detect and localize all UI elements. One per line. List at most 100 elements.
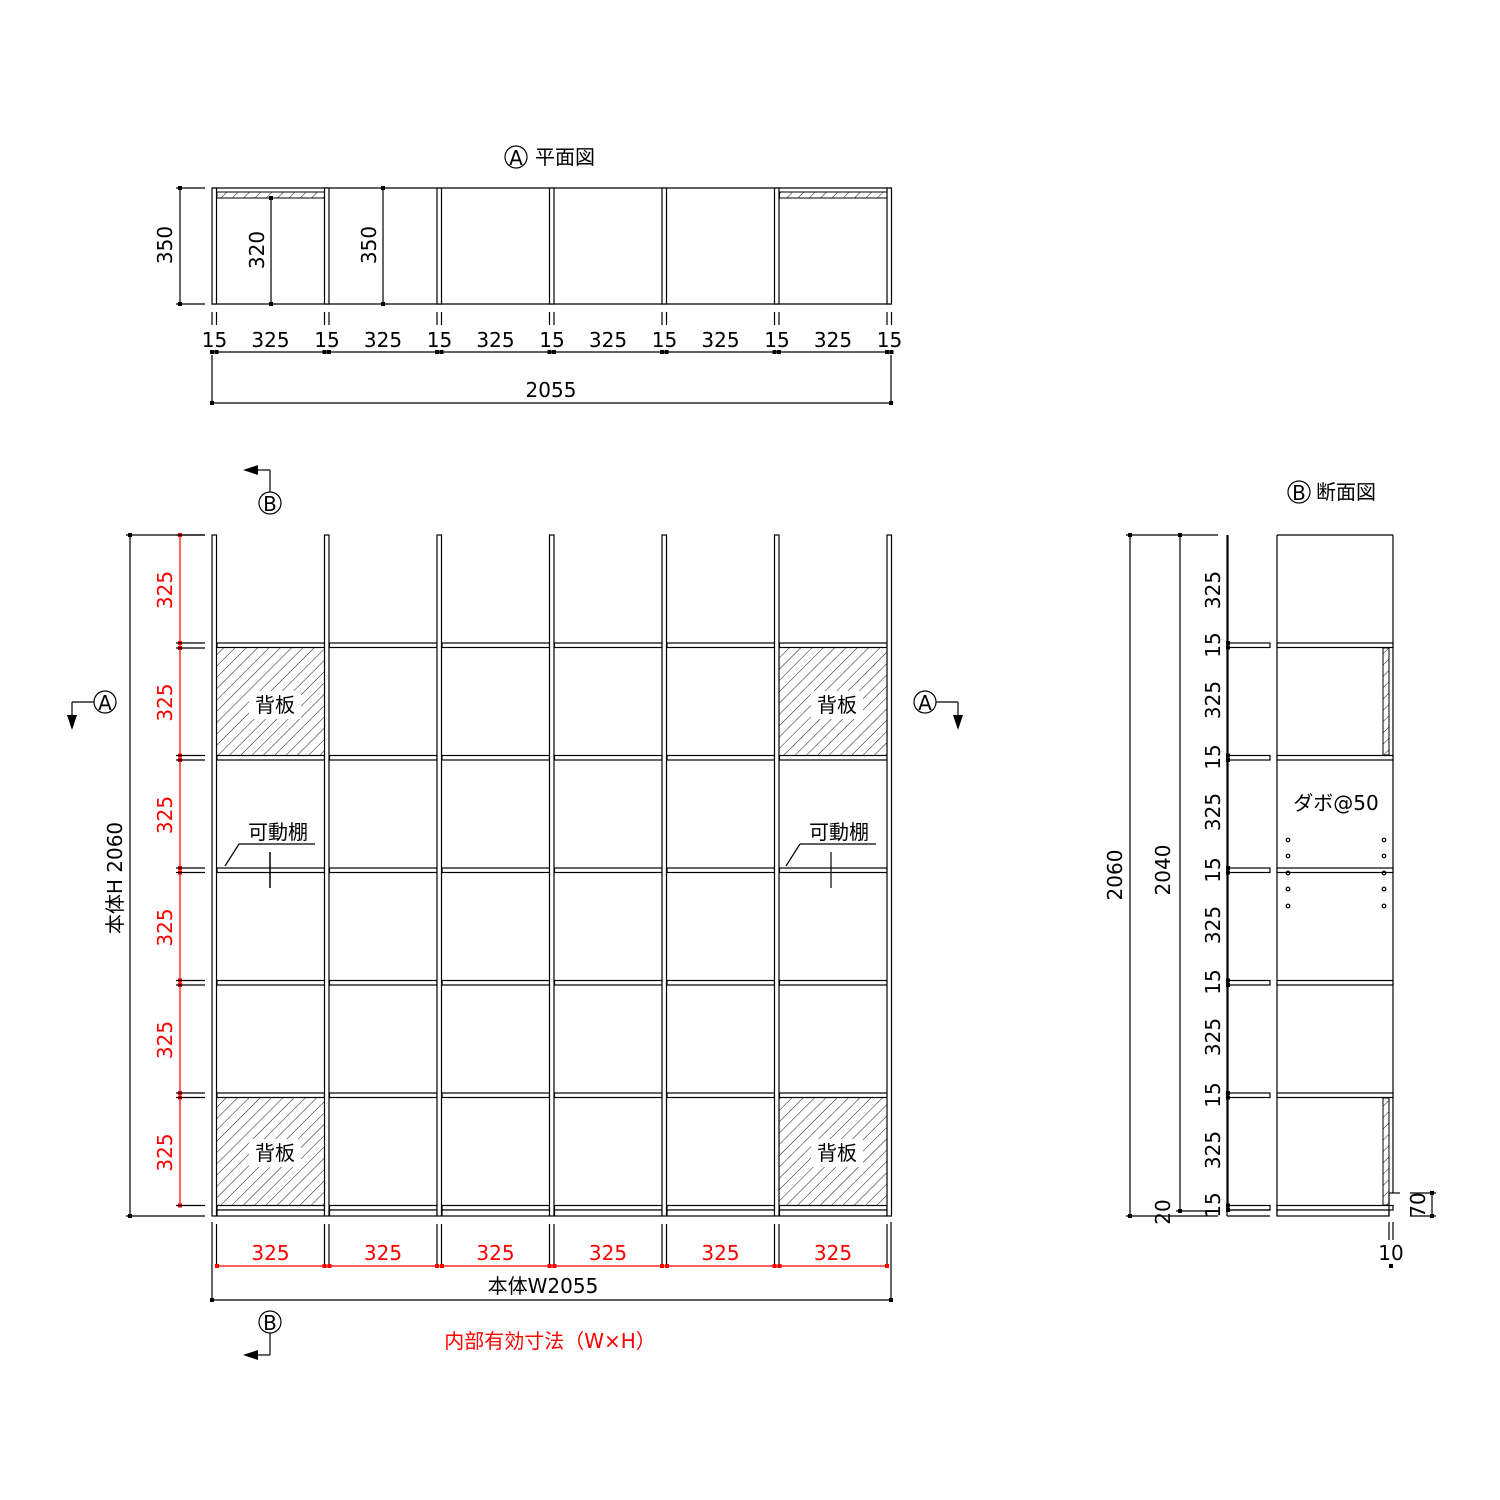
dimension-tick [1226, 870, 1230, 875]
shelf [216, 1092, 326, 1099]
dimension-tick [322, 350, 327, 354]
shelf [778, 1092, 888, 1099]
plan-width-dim: 15 [764, 328, 789, 352]
label-bg [811, 1139, 863, 1167]
section-marker-circle [1287, 480, 1311, 504]
shelf [553, 1204, 663, 1211]
plinth [328, 1209, 438, 1217]
plan-view-title: 平面図 [535, 145, 595, 169]
plan-width-dim: 325 [701, 328, 739, 352]
movable-shelf-label: 可動棚 [809, 820, 869, 844]
shelf [216, 642, 326, 649]
plan-width-dim: 325 [364, 328, 402, 352]
inner-height-dim: 325 [153, 571, 177, 609]
label-bg [811, 691, 863, 719]
back-panel-label: 背板 [255, 1141, 295, 1165]
dimension-tick [889, 1298, 893, 1302]
section-shelf [1276, 642, 1394, 649]
plan-total-width: 2055 [526, 378, 577, 402]
total-width-label: 本体W2055 [488, 1274, 599, 1298]
section-shelf-stub [1226, 867, 1271, 874]
shelf [441, 1092, 551, 1099]
shelf [666, 642, 776, 649]
back-panel-label: 背板 [817, 1141, 857, 1165]
section-shelf-stub [1226, 754, 1271, 761]
section-back-panel [1382, 647, 1390, 756]
side-panel [773, 534, 780, 1217]
section-height-dim: 325 [1201, 681, 1225, 719]
dimension-tick [210, 1298, 214, 1302]
dimension-tick [439, 350, 444, 354]
dowel-hole [1381, 837, 1387, 843]
side-panel [548, 534, 555, 1217]
dimension-tick [435, 350, 439, 354]
overall-height: 2060 [1103, 850, 1127, 901]
section-height-dim: 325 [1201, 571, 1225, 609]
inner-height-dim: 325 [153, 683, 177, 721]
shelf [553, 979, 663, 986]
shelf [216, 867, 326, 874]
inner-height-dim: 325 [153, 908, 177, 946]
arrow-down-icon [67, 715, 77, 730]
dimension-tick [664, 350, 669, 354]
section-height-dim: 15 [1201, 857, 1225, 882]
dimension-tick [269, 196, 273, 200]
dimension-tick [885, 1264, 889, 1268]
section-shelf-stub [1226, 1204, 1271, 1211]
dimension-tick [777, 1264, 782, 1268]
plinth [441, 1209, 551, 1217]
shelf [441, 1204, 551, 1211]
dimension-tick [210, 401, 214, 405]
plan-marker-circle [504, 145, 528, 169]
plinth [666, 1209, 776, 1217]
section-shelf [1276, 754, 1394, 761]
dowel-hole [1285, 870, 1291, 876]
section-shelf [1276, 979, 1394, 986]
plan-side-panel [548, 187, 555, 305]
plan-side-panel [211, 187, 218, 305]
shelf [666, 754, 776, 761]
leader-line [785, 843, 801, 867]
plan-side-panel [436, 187, 443, 305]
dowel-hole [1285, 886, 1291, 892]
section-shelf [1276, 1204, 1394, 1211]
side-panel [886, 534, 893, 1217]
section-b-bottom-letter: B [263, 1311, 277, 1335]
dimension-tick [435, 1264, 439, 1268]
dimension-tick [210, 350, 214, 354]
dimension-tick [214, 350, 219, 354]
dimension-tick [547, 1264, 552, 1268]
dimension-tick [1226, 1203, 1230, 1208]
dimension-tick [665, 1264, 669, 1268]
section-height-dim: 15 [1201, 1192, 1225, 1217]
section-height-dim: 325 [1201, 1131, 1225, 1169]
dowel-label: ダボ@50 [1293, 791, 1378, 815]
side-panel [436, 534, 443, 1217]
inner-height-dim: 325 [153, 1021, 177, 1059]
plan-width-dim: 325 [251, 328, 289, 352]
section-height-dim: 15 [1201, 632, 1225, 657]
section-height-dim: 325 [1201, 793, 1225, 831]
shelf [328, 1092, 438, 1099]
shelf [666, 979, 776, 986]
section-height-dim: 15 [1201, 744, 1225, 769]
section-b-top-letter: B [263, 492, 277, 516]
dimension-tick [889, 350, 894, 354]
section-shelf [1276, 867, 1394, 874]
dowel-hole [1285, 903, 1291, 909]
inner-width-dim: 325 [589, 1241, 627, 1265]
dimension-tick [777, 350, 781, 354]
shelf [553, 754, 663, 761]
section-shelf-stub [1226, 1092, 1271, 1099]
plan-side-panel [886, 187, 893, 305]
dimension-tick [440, 1264, 444, 1268]
section-marker-letter: B [1292, 481, 1306, 505]
section-a-left-letter: A [98, 691, 112, 715]
section-shelf-stub [1226, 979, 1271, 986]
plan-side-panel [323, 187, 330, 305]
inner-width-dim: 325 [814, 1241, 852, 1265]
dimension-tick [1226, 983, 1230, 987]
shelf [666, 1204, 776, 1211]
dowel-hole [1285, 837, 1291, 843]
section-shelf [1276, 1092, 1394, 1099]
